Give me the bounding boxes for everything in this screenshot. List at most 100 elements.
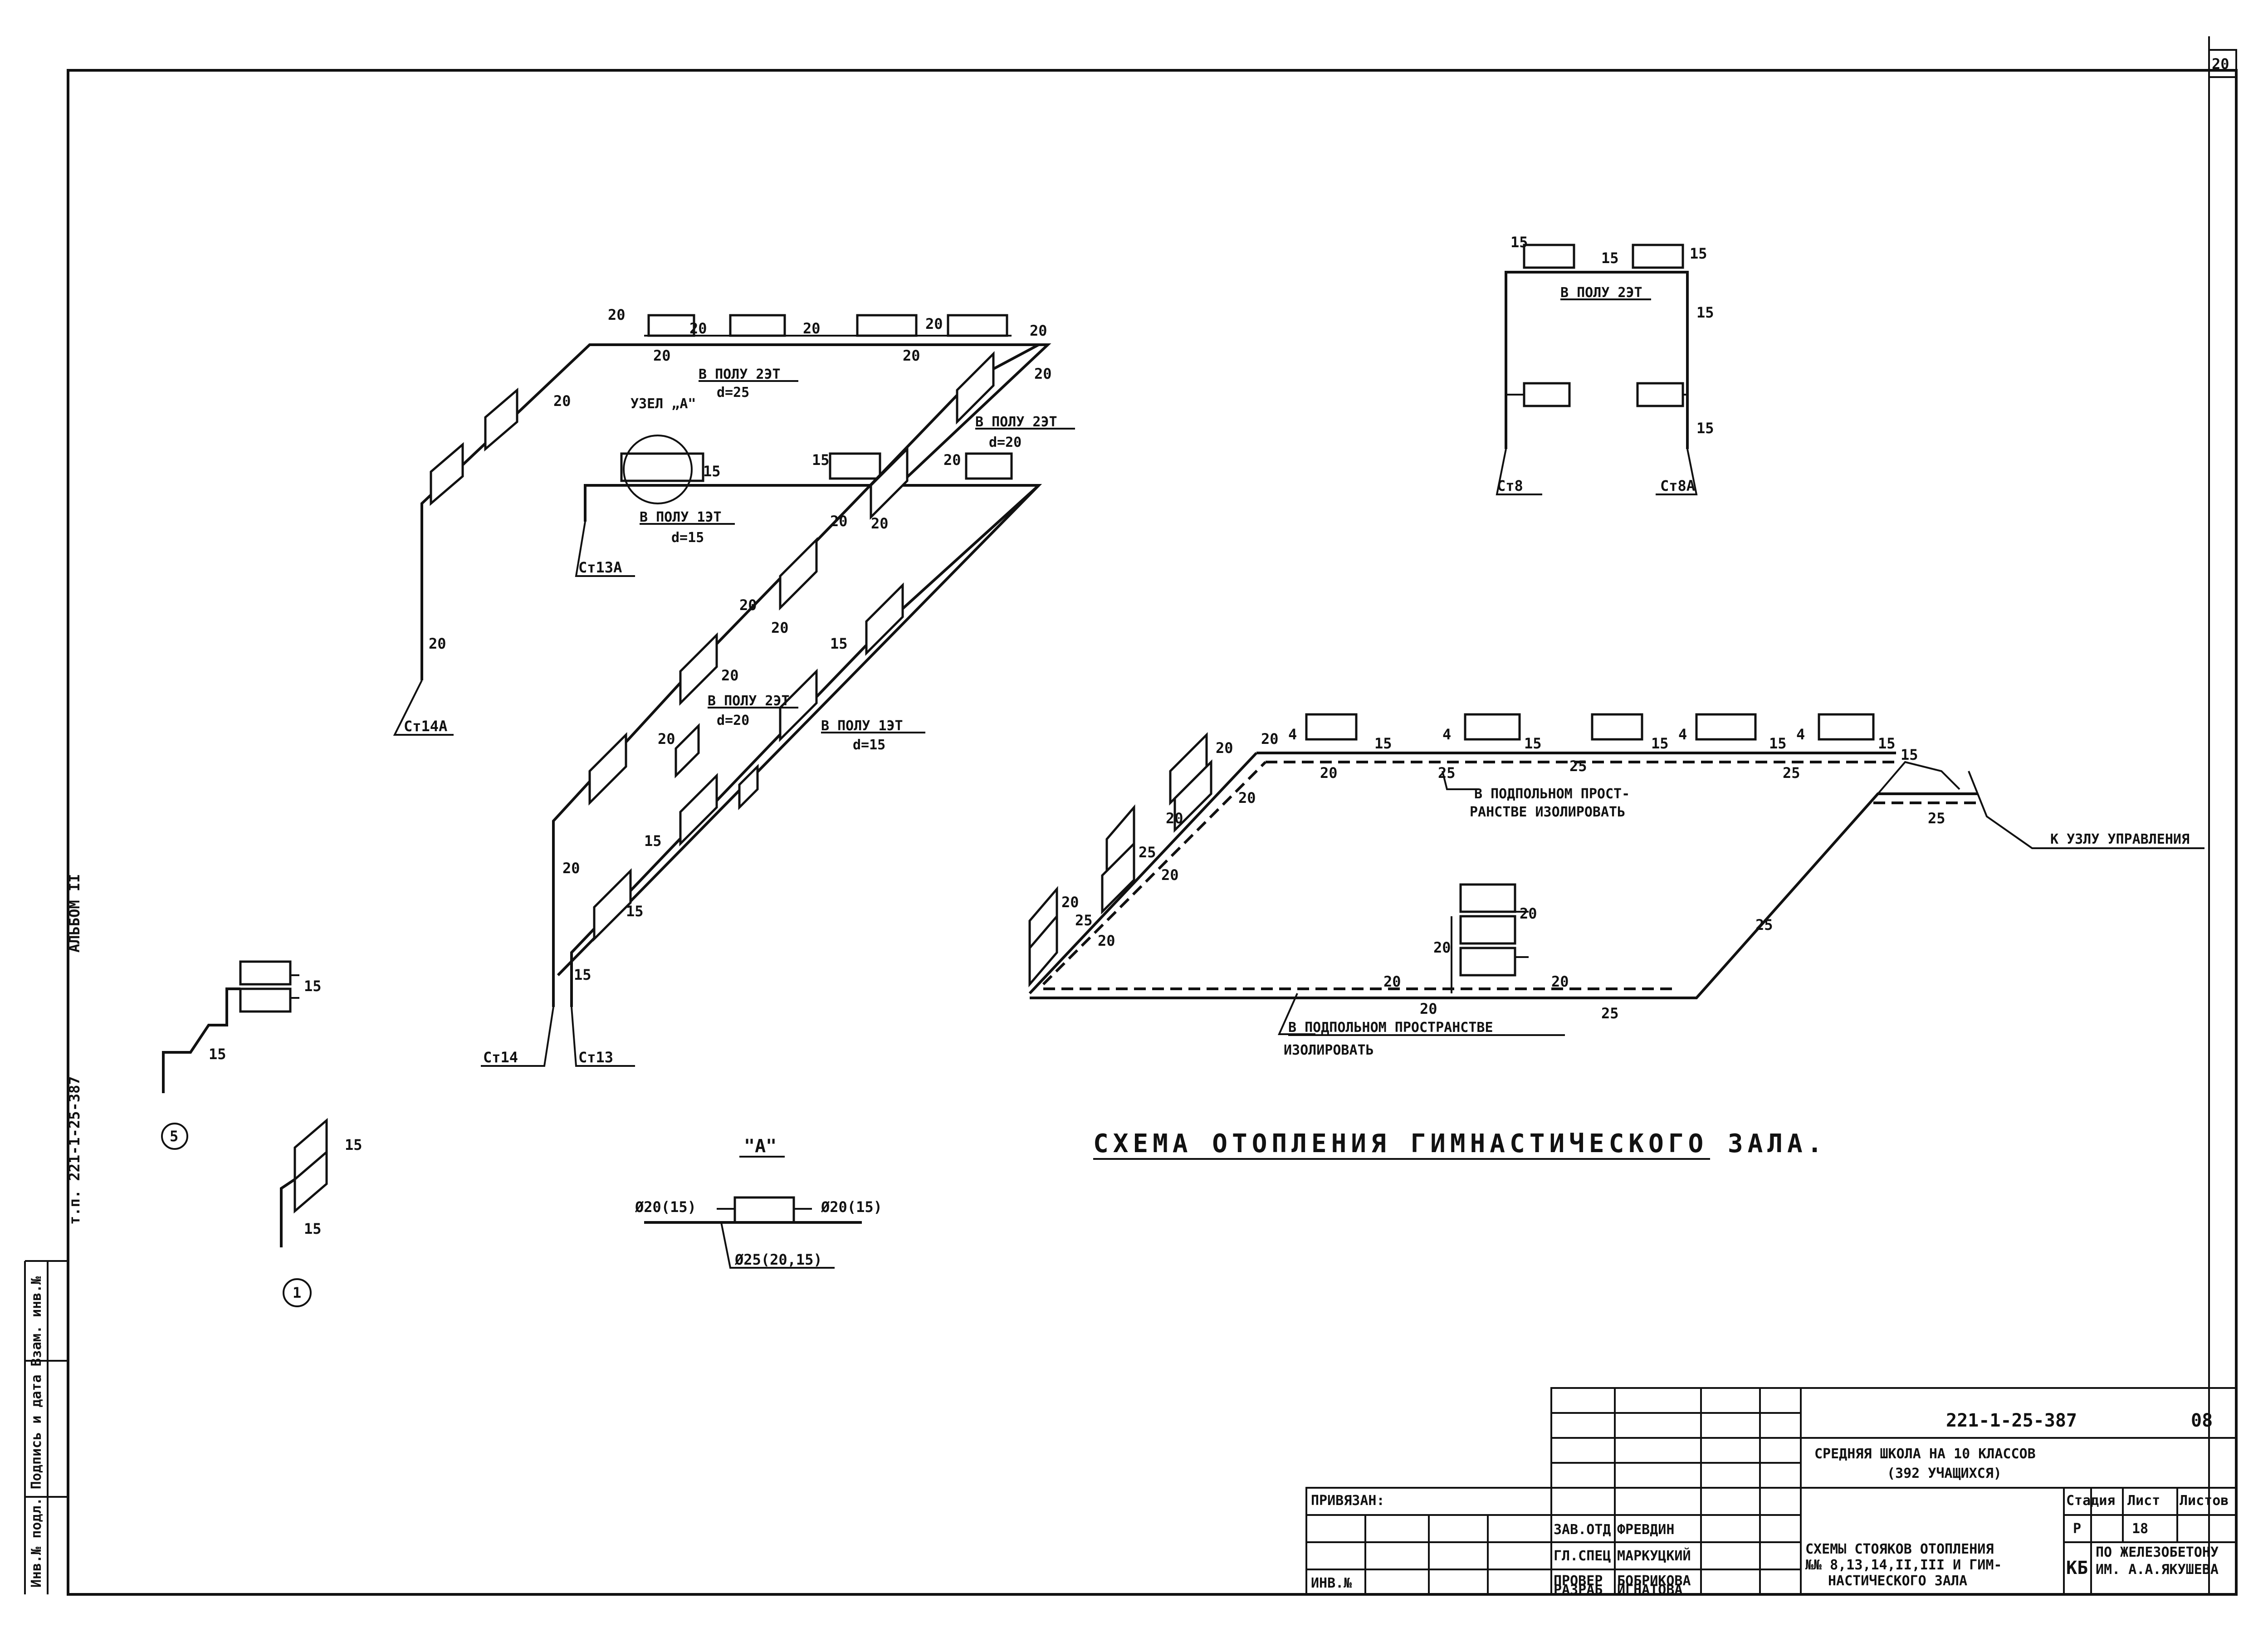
size-label: 20 xyxy=(562,860,580,877)
size-label: 20 xyxy=(943,451,961,469)
note-floor1-left: В ПОЛУ 1ЭТ xyxy=(640,509,722,525)
org-name-1: ПО ЖЕЛЕЗОБЕТОНУ xyxy=(2096,1544,2219,1560)
size-label: 20 xyxy=(830,513,848,530)
size-label: 20 xyxy=(1420,1000,1437,1017)
person-name: БОБРИКОВА xyxy=(1617,1573,1691,1589)
sheet-value: 18 xyxy=(2132,1521,2148,1537)
gym-heating-loop: К УЗЛУ УПРАВЛЕНИЯ В ПОДПОЛЬНОМ ПРОСТ- РА… xyxy=(1028,713,2204,1160)
note-d25: d=25 xyxy=(717,385,749,401)
note-underfloor-1: В ПОДПОЛЬНОМ ПРОСТ- xyxy=(1474,786,1630,802)
size-label: 15 xyxy=(1878,735,1896,752)
note-d15-left: d=15 xyxy=(671,530,704,546)
role-label: ЗАВ.ОТД xyxy=(1554,1522,1611,1538)
note-floor2-top: В ПОЛУ 2ЭТ xyxy=(699,367,781,382)
note-underfloor-2: РАНСТВЕ ИЗОЛИРОВАТЬ xyxy=(1470,804,1625,820)
node-a-title: "А" xyxy=(744,1136,777,1157)
size-label: 20 xyxy=(739,596,757,614)
drawing-desc-1: СХЕМЫ СТОЯКОВ ОТОПЛЕНИЯ xyxy=(1805,1541,1994,1557)
size-label: 4 xyxy=(1678,726,1687,743)
size-label: 15 xyxy=(1601,249,1619,267)
note-node-a: УЗЕЛ „А" xyxy=(631,396,696,412)
sheets-header: Листов xyxy=(2180,1493,2229,1509)
size-label: 4 xyxy=(1442,726,1451,743)
riser-st14a-label: Ст14А xyxy=(404,718,447,735)
doc-code: 221-1-25-387 xyxy=(1946,1410,2077,1431)
note-d20-mid: d=20 xyxy=(717,713,749,728)
title-block: ПРИВЯЗАН: ИНВ.№ ЗАВ.ОТД ГЛ.СПЕЦ ПРОВЕР Р… xyxy=(1305,1387,2237,1598)
size-label: 15 xyxy=(209,1046,226,1063)
size-label: 15 xyxy=(1651,735,1669,752)
size-label: 20 xyxy=(1433,939,1451,956)
size-label: 15 xyxy=(830,635,848,652)
size-label: 15 xyxy=(1374,735,1392,752)
node-a-bottom: Ø25(20,15) xyxy=(734,1251,822,1268)
note-d15-mid: d=15 xyxy=(853,737,885,753)
size-label: 20 xyxy=(1098,932,1115,949)
size-label: 15 xyxy=(1696,420,1714,437)
size-label: 20 xyxy=(653,347,671,364)
size-label: 4 xyxy=(1796,726,1805,743)
size-label: 25 xyxy=(1075,912,1093,929)
size-label: 25 xyxy=(1783,764,1800,782)
stage-value: Р xyxy=(2073,1521,2081,1537)
project-code-vertical: т.п. 221-1-25-387 xyxy=(66,1076,83,1225)
project-name-1: СРЕДНЯЯ ШКОЛА НА 10 КЛАССОВ xyxy=(1814,1446,2036,1462)
note-floor2-mid: В ПОЛУ 2ЭТ xyxy=(708,693,790,709)
note-floor1-mid: В ПОЛУ 1ЭТ xyxy=(821,718,903,734)
size-label: 15 xyxy=(1690,245,1707,262)
size-label: 25 xyxy=(1139,844,1156,861)
node-a-left: Ø20(15) xyxy=(635,1198,696,1216)
note-floor2-st8: В ПОЛУ 2ЭТ xyxy=(1560,285,1642,301)
size-label: 20 xyxy=(903,347,920,364)
size-label: 15 xyxy=(1769,735,1787,752)
note-to-control: К УЗЛУ УПРАВЛЕНИЯ xyxy=(2050,831,2190,847)
size-label: 20 xyxy=(1216,739,1233,757)
size-label: 15 xyxy=(1524,735,1542,752)
riser-st8a-label: Ст8А xyxy=(1660,477,1695,494)
sheet-code: 08 xyxy=(2191,1410,2213,1431)
callout-1: 1 xyxy=(293,1284,301,1301)
size-label: 25 xyxy=(1928,810,1945,827)
size-label: 15 xyxy=(1901,746,1918,763)
size-label: 15 xyxy=(1510,234,1528,251)
size-label: 20 xyxy=(721,667,739,684)
size-label: 20 xyxy=(1383,973,1401,990)
drawing-desc-3: НАСТИЧЕСКОГО ЗАЛА xyxy=(1828,1573,1967,1589)
size-label: 15 xyxy=(1696,304,1714,321)
album-label: АЛЬБОМ II xyxy=(66,874,83,953)
tied-label: ПРИВЯЗАН: xyxy=(1311,1493,1385,1509)
size-label: 20 xyxy=(1030,322,1047,339)
size-label: 15 xyxy=(574,966,591,983)
size-label: 20 xyxy=(658,730,675,748)
role-label: ПРОВЕР xyxy=(1554,1573,1603,1589)
size-label: 25 xyxy=(1755,916,1773,933)
size-label: 20 xyxy=(553,392,571,410)
size-label: 20 xyxy=(689,320,707,337)
size-label: 20 xyxy=(1261,730,1279,748)
sheet-header: Лист xyxy=(2127,1493,2160,1509)
size-label: 15 xyxy=(812,451,830,469)
size-label: 15 xyxy=(345,1136,362,1153)
note-floor2-right: В ПОЛУ 2ЭТ xyxy=(975,414,1057,430)
detail-riser-5: 15 15 5 xyxy=(161,960,322,1150)
org-name-2: ИМ. А.А.ЯКУШЕВА xyxy=(2096,1562,2219,1578)
size-label: 20 xyxy=(1166,810,1183,827)
detail-riser-1: 15 15 1 xyxy=(280,1118,362,1307)
size-label: 20 xyxy=(871,515,889,532)
size-label: 20 xyxy=(1238,789,1256,806)
size-label: 20 xyxy=(1061,894,1079,911)
size-label: 15 xyxy=(644,832,662,850)
size-label: 20 xyxy=(1520,905,1537,922)
riser-group-st8: Ст8 Ст8А В ПОЛУ 2ЭТ 15 15 15 15 15 xyxy=(1496,234,1714,495)
node-a-right: Ø20(15) xyxy=(821,1198,882,1216)
riser-st13a-label: Ст13А xyxy=(578,559,622,576)
project-name-2: (392 УЧАЩИХСЯ) xyxy=(1887,1466,2002,1481)
drawing-desc-2: №№ 8,13,14,II,III И ГИМ- xyxy=(1805,1557,2002,1573)
size-label: 15 xyxy=(304,977,322,995)
drawing-frame xyxy=(67,69,2238,1596)
riser-st13-label: Ст13 xyxy=(578,1049,613,1066)
note-underfloor-b1: В ПОДПОЛЬНОМ ПРОСТРАНСТВЕ xyxy=(1288,1020,1493,1036)
role-label: РАЗРАБ xyxy=(1554,1582,1603,1598)
size-label: 25 xyxy=(1438,764,1456,782)
